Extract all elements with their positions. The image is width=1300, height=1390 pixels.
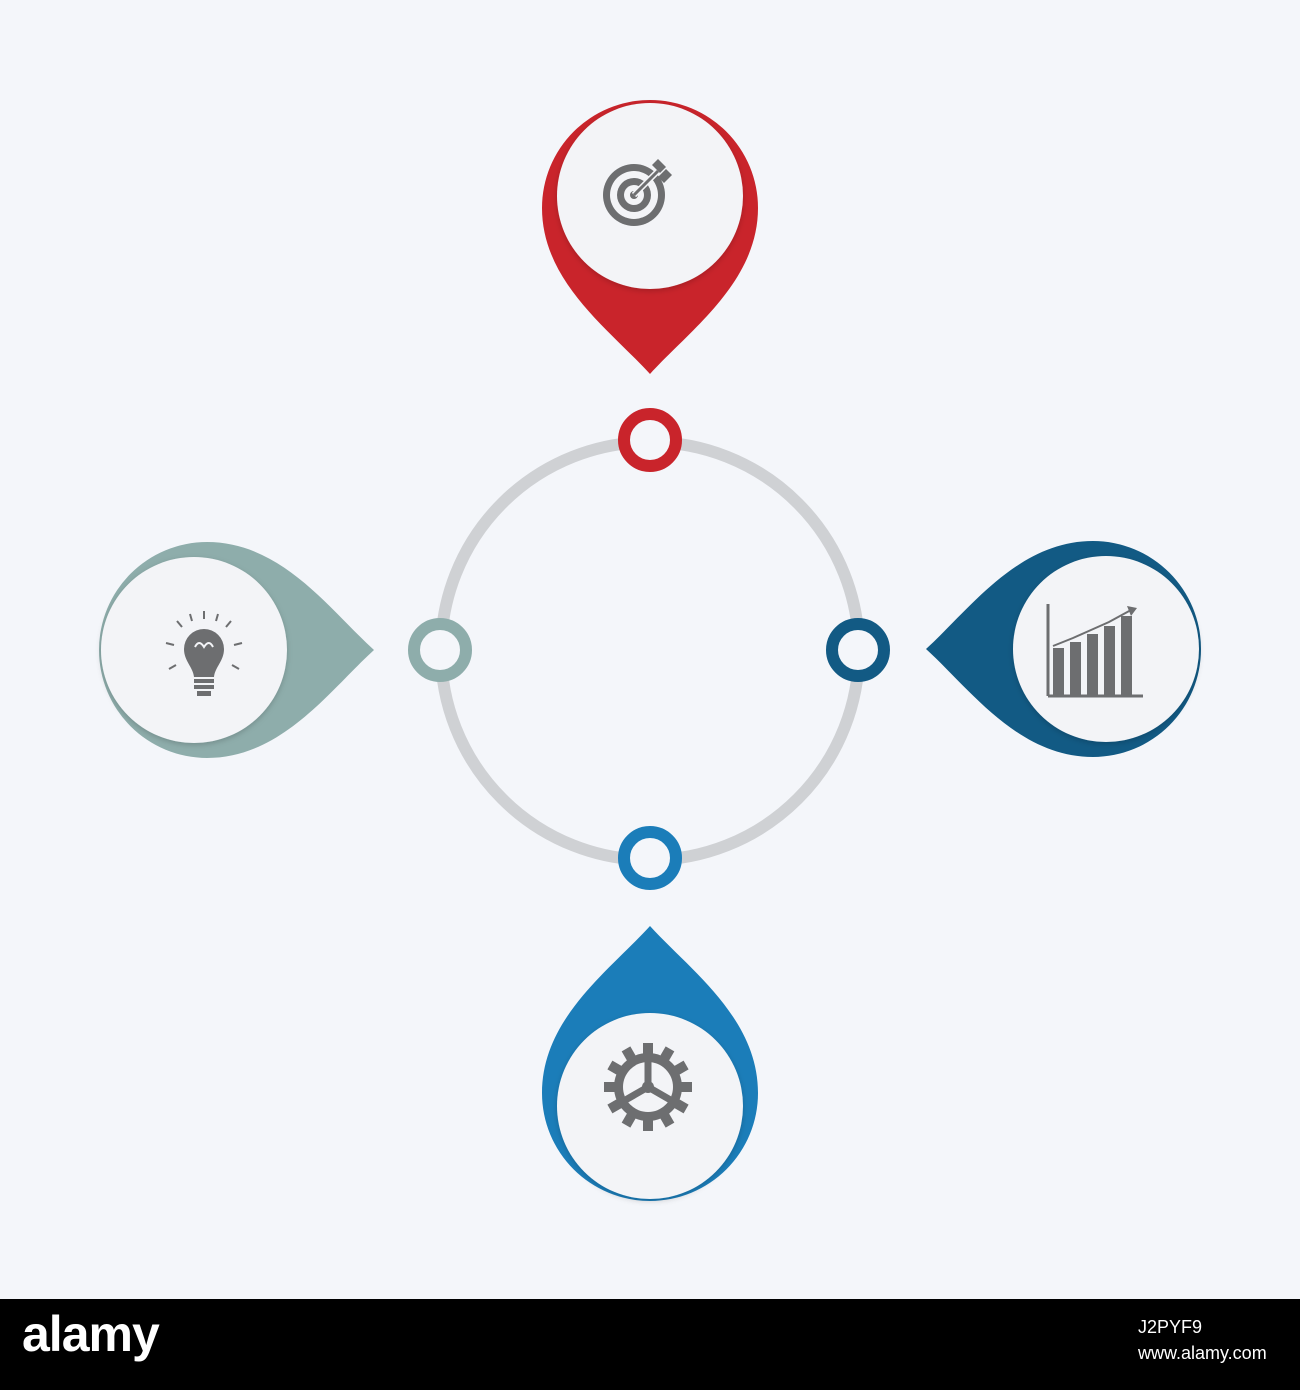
left-connector-ring (408, 618, 472, 682)
bottom-connector-ring (618, 826, 682, 890)
gear-icon (604, 1043, 692, 1131)
footer-bar: alamy J2PYF9 www.alamy.com (0, 1299, 1300, 1390)
image-id: J2PYF9 (1138, 1317, 1203, 1337)
lightbulb-icon (165, 611, 243, 696)
top-connector-ring (618, 408, 682, 472)
site-url: www.alamy.com (1138, 1343, 1267, 1363)
target-icon (603, 159, 672, 226)
left-pin (99, 542, 374, 758)
top-pin (542, 100, 758, 374)
bar-chart-icon (1046, 604, 1143, 698)
central-ring (435, 436, 865, 866)
right-connector-ring (826, 618, 890, 682)
alamy-logo: alamy (22, 1306, 160, 1362)
cycle-diagram (99, 100, 1201, 1201)
